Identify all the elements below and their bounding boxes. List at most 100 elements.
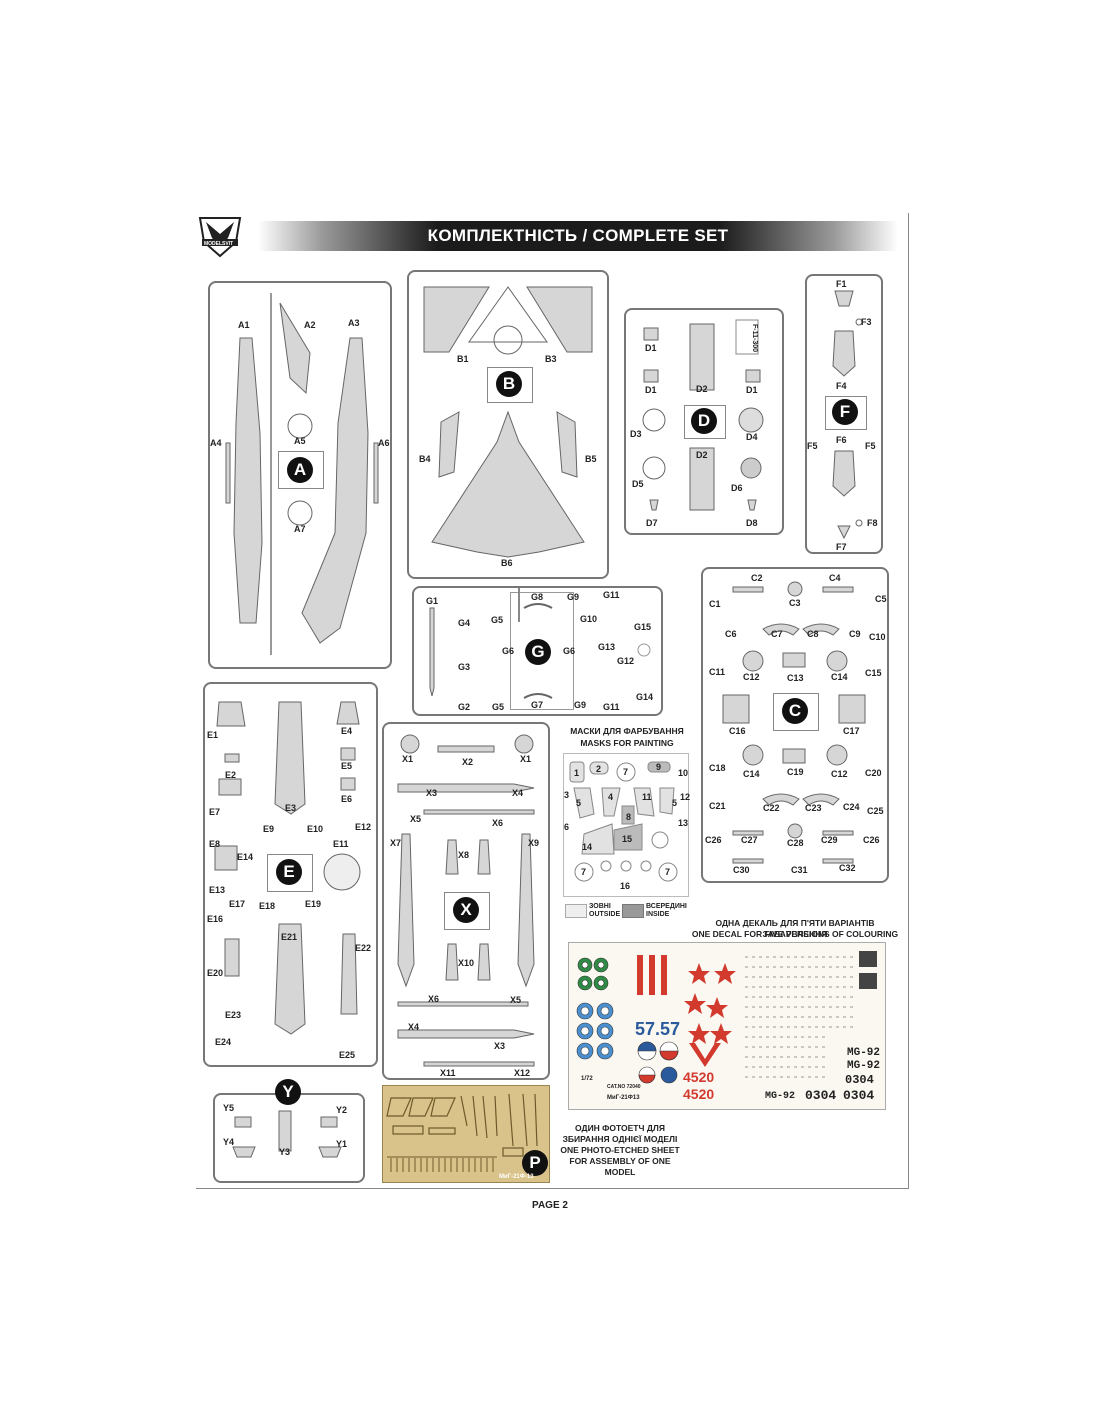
part-label: X9 (528, 838, 540, 848)
part-label: F1 (836, 279, 847, 289)
part-label: G7 (531, 700, 544, 710)
decal-scale: 1/72 (581, 1076, 593, 1082)
part-label: E19 (305, 899, 322, 909)
sprue-y: Y Y5 Y2 Y4 Y3 Y1 (213, 1079, 365, 1183)
part-label: F5 (865, 441, 876, 451)
mask-number: 6 (564, 822, 570, 832)
part-label: X10 (458, 958, 475, 968)
mask-number: 9 (656, 762, 662, 772)
part-label: A7 (294, 524, 306, 534)
part-label: E8 (209, 839, 221, 849)
legend-inside-swatch (622, 904, 644, 918)
part-label: E4 (341, 726, 353, 736)
part-label: C15 (865, 668, 882, 678)
part-label: B3 (545, 354, 557, 364)
sprue-c-parts (722, 581, 866, 864)
part-label: X3 (426, 788, 438, 798)
part-label: C7 (771, 629, 783, 639)
sprue-e: E E1 E4 E2 E5 E6 E7 E3 E8 E9 E10 E11 E12… (203, 682, 378, 1067)
part-label: X6 (428, 994, 440, 1004)
sprue-d-badge: D (691, 408, 717, 434)
legend-outside-en: OUTSIDE (589, 911, 621, 918)
part-label: F8 (867, 518, 878, 528)
part-label: G14 (636, 692, 654, 702)
part-label: B5 (585, 454, 597, 464)
part-label: X4 (512, 788, 524, 798)
part-label: C12 (831, 769, 848, 779)
part-label: Y5 (223, 1103, 235, 1113)
modelsvit-logo (196, 212, 244, 260)
part-label: C2 (751, 573, 763, 583)
part-label: E1 (207, 730, 219, 740)
masks-shapes (569, 761, 678, 882)
part-label: E20 (207, 968, 224, 978)
part-label: C12 (743, 672, 760, 682)
part-label: C26 (705, 835, 722, 845)
part-label: E18 (259, 901, 276, 911)
part-label: A3 (348, 318, 360, 328)
part-label: G10 (580, 614, 598, 624)
part-label: G13 (598, 642, 616, 652)
sprue-b: B B1 B3 B4 B5 B6 (407, 270, 609, 579)
part-label: G6 (563, 646, 576, 656)
sprue-a-parts (225, 302, 379, 644)
sprue-e-badge: E (276, 859, 302, 885)
part-label: E10 (307, 824, 324, 834)
part-label: G5 (491, 615, 504, 625)
part-label: G1 (426, 596, 439, 606)
part-label: C3 (789, 598, 801, 608)
part-label: E14 (237, 852, 254, 862)
mask-number: 5 (672, 798, 678, 808)
sprue-d-code: F-11-300 (751, 324, 758, 353)
part-label: D5 (632, 479, 644, 489)
part-label: C21 (709, 801, 726, 811)
part-label: X7 (390, 838, 402, 848)
sprue-g-parts (429, 603, 651, 699)
decal-number: 4520 (683, 1069, 715, 1085)
part-label: C5 (875, 594, 887, 604)
part-label: E25 (339, 1050, 356, 1060)
part-label: C18 (709, 763, 726, 773)
sprue-y-parts (232, 1110, 342, 1158)
legend-inside-en: INSIDE (646, 911, 670, 918)
masks-title-en: MASKS FOR PAINTING (580, 738, 674, 748)
mask-number: 5 (576, 798, 582, 808)
part-label: F4 (836, 381, 847, 391)
legend-inside-ua: ВСЕРЕДИНІ (646, 903, 687, 910)
mask-number: 10 (678, 768, 689, 778)
mask-number: 11 (642, 792, 652, 802)
decal-cat-no: CAT.NO 72040 (607, 1084, 641, 1090)
part-label: C32 (839, 863, 856, 873)
photo-etch-badge: P (522, 1150, 548, 1176)
part-label: C23 (805, 803, 822, 813)
part-label: C25 (867, 806, 884, 816)
part-label: A4 (210, 438, 222, 448)
part-label: G15 (634, 622, 652, 632)
decal-caption-en: ONE DECAL FOR FIVE VERSIONS OF COLOURING (691, 929, 899, 939)
part-label: E22 (355, 943, 372, 953)
part-label: C14 (743, 769, 760, 779)
mask-number: 12 (680, 792, 691, 802)
part-label: C10 (869, 632, 886, 642)
part-label: G6 (502, 646, 515, 656)
legend-outside-swatch (565, 904, 587, 918)
part-label: C26 (863, 835, 880, 845)
part-label: B1 (457, 354, 469, 364)
part-label: C9 (849, 629, 861, 639)
part-label: G9 (567, 592, 580, 602)
mask-number: 15 (622, 834, 633, 844)
part-label: E6 (341, 794, 353, 804)
decal-number: MG-92 (765, 1091, 796, 1102)
sprue-g: G G1 G4 G5 G8 G9 G11 G10 G15 G3 G6 G6 G1… (412, 586, 663, 716)
part-label: E23 (225, 1010, 242, 1020)
decal-number: 0304 (843, 1088, 875, 1103)
part-label: C19 (787, 767, 804, 777)
part-label: E17 (229, 899, 246, 909)
part-label: A6 (378, 438, 390, 448)
mask-number: 4 (608, 792, 614, 802)
sprue-d: F-11-300 D D1 D1 D2 D1 D3 D4 D2 D5 D6 D7… (624, 308, 784, 535)
part-label: F3 (861, 317, 872, 327)
decal-number: 0304 (845, 1073, 874, 1087)
part-label: C28 (787, 838, 804, 848)
part-label: E16 (207, 914, 224, 924)
